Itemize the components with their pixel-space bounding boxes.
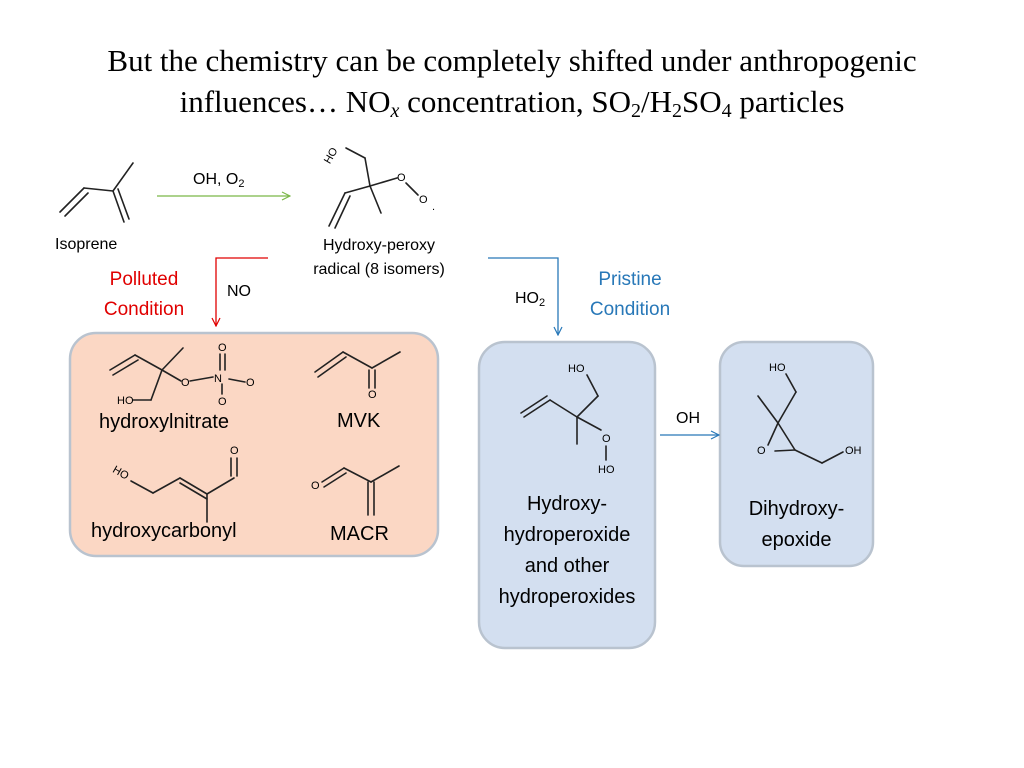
pristine-ho2-arrow [488,257,558,335]
oh-arrow-label: OH [676,410,700,427]
nitrate-o-top-label: O [218,342,227,354]
epoxide-box [718,340,875,568]
hydroxycarbonyl-label: hydroxycarbonyl [91,520,237,542]
nitrate-n-label: N [214,373,222,385]
hydroperoxide-structure [520,374,607,461]
macr-o-label: O [311,480,320,492]
slide-title: But the chemistry can be completely shif… [0,40,1024,122]
macr-structure [321,465,400,516]
hydroxycarbonyl-o-label: O [230,445,239,457]
epoxide-label: Dihydroxy-epoxide [748,498,845,551]
hydroperoxide-o-label: O [602,433,611,445]
radical-structure [328,147,419,229]
title-line-2: influences… NOx concentration, SO2/H2SO4… [179,84,845,122]
mvk-o-label: O [368,389,377,401]
polluted-no-arrow [216,257,268,326]
polluted-products-box [68,331,440,558]
hydroxycarbonyl-structure [130,457,238,523]
nitrate-o-label: O [181,377,190,389]
radical-dot: . [432,201,435,213]
macr-label: MACR [330,523,389,545]
title-line-1: But the chemistry can be completely shif… [107,43,917,78]
mvk-structure [314,351,401,389]
oh-o2-label: OH, O2 [193,171,245,190]
hydroperoxide-ho2-label: HO [598,464,615,476]
nitrate-ho-label: HO [117,395,134,407]
hydroperoxide-box [477,340,657,650]
epoxide-oh-label: OH [845,445,862,457]
epoxide-ho-label: HO [769,362,786,374]
hydroxylnitrate-label: hydroxylnitrate [99,411,230,433]
epoxide-structure [757,373,844,464]
no-label: NO [227,283,251,300]
radical-o1-label: O [397,172,406,184]
mvk-label: MVK [337,410,381,432]
isoprene-label: Isoprene [55,236,118,253]
hydroxylnitrate-structure [109,347,246,401]
ho2-label: HO2 [515,290,546,309]
radical-o2-label: O [419,194,428,206]
isoprene-structure [59,162,134,223]
hydroperoxide-ho-label: HO [568,363,585,375]
nitrate-o-bottom-label: O [218,396,227,408]
radical-ho-label: HO [322,145,341,166]
nitrate-o-right-label: O [246,377,255,389]
epoxide-o-label: O [757,445,766,457]
